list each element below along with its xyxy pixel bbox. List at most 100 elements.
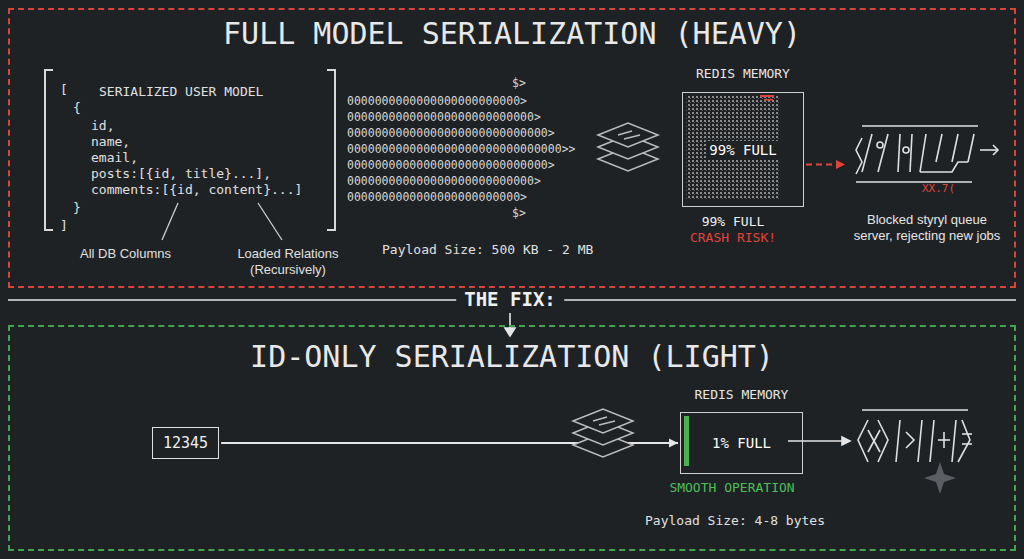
code-line: email, <box>91 150 138 165</box>
queue-server-blocked <box>980 149 998 151</box>
leader-lines <box>162 203 282 240</box>
queue-server-blocked <box>936 134 942 162</box>
queue-server-ok <box>918 420 922 462</box>
memory-fill <box>764 99 773 101</box>
queue-server-blocked <box>903 147 909 153</box>
arrowhead <box>669 439 678 448</box>
queue-server-blocked <box>920 134 926 172</box>
section-divider-label: THE FIX: <box>456 288 564 310</box>
redis-stack-bottom <box>573 409 633 457</box>
queue-server-blocked <box>877 142 883 148</box>
data-stream: 00000000000000000000000000000> <box>347 158 555 172</box>
redis-stack-top <box>618 131 632 135</box>
queue-server-ok <box>938 439 950 441</box>
queue-server-blocked <box>920 162 968 172</box>
memory-fill <box>686 95 780 199</box>
status-text: 99% FULL <box>702 214 765 229</box>
queue-server-blocked <box>878 134 888 172</box>
memory-heading: REDIS MEMORY <box>680 387 803 402</box>
code-line: comments:[{id, content}...] <box>91 182 302 197</box>
section-title: ID-ONLY SERIALIZATION (LIGHT) <box>10 339 1014 374</box>
code-line: ] <box>60 218 68 233</box>
memory-box: REDIS MEMORY 99% FULL <box>682 66 804 207</box>
arrowhead <box>836 160 845 169</box>
queue-server-blocked <box>952 134 958 162</box>
code-brackets <box>327 70 335 230</box>
code-line: id, <box>91 118 114 133</box>
data-stream: 000000000000000000000000000> <box>347 110 541 124</box>
sparkle <box>924 462 956 494</box>
payload-size: Payload Size: 4-8 bytes <box>645 513 825 528</box>
redis-stack-bottom <box>599 421 615 425</box>
section-band: ID-ONLY SERIALIZATION (LIGHT) 12345 REDIS … <box>8 325 1016 551</box>
queue-server-ok <box>958 420 970 462</box>
server-caption: Blocked styryl queue server, rejecting n… <box>847 212 1007 244</box>
redis-stack-top <box>598 123 658 171</box>
memory-level-bar <box>684 416 689 466</box>
queue-server-blocked <box>993 145 998 155</box>
memory-frame: 1% FULL <box>680 412 803 474</box>
glitch-text: XX.7( <box>922 182 955 195</box>
redis-stack-bottom <box>573 409 633 433</box>
code-brackets <box>45 70 53 230</box>
leader-lines <box>162 203 178 240</box>
output-arrow <box>842 437 850 445</box>
queue-server-ok <box>878 420 888 462</box>
memory-fill <box>686 96 780 199</box>
queue-server-blocked <box>862 125 978 127</box>
data-stream: $> <box>512 206 526 220</box>
memory-heading: REDIS MEMORY <box>682 66 804 81</box>
redis-stack-top <box>598 123 658 147</box>
code-block: [ SERIALIZED USER MODEL { id,name,email,pos… <box>47 70 339 238</box>
queue-server-blocked <box>856 126 998 182</box>
data-stream: 00000000000000000000000000000> <box>347 126 555 140</box>
queue-server-blocked <box>856 138 862 174</box>
memory-level: 99% FULL <box>706 141 779 159</box>
queue-server-blocked <box>862 134 872 172</box>
id-value: 12345 <box>163 434 208 452</box>
redis-stack-bottom <box>593 417 607 421</box>
memory-box: REDIS MEMORY 1% FULL <box>680 387 803 474</box>
output-arrow <box>788 440 846 442</box>
warning-text: CRASH RISK! <box>690 230 776 245</box>
annotation: All DB Columns <box>80 246 171 261</box>
queue-server-ok <box>930 420 934 462</box>
leader-lines <box>258 203 282 240</box>
connector <box>806 160 845 169</box>
queue-server-ok <box>896 420 900 462</box>
divider <box>505 328 515 336</box>
queue-server-blocked <box>898 134 900 172</box>
code-line: { <box>73 100 81 115</box>
queue-server-ok <box>952 420 956 462</box>
queue-server-ok <box>862 409 968 411</box>
code-heading: SERIALIZED USER MODEL <box>99 84 263 99</box>
data-stream: 0000000000000000000000000> <box>347 94 527 108</box>
code-line: [ <box>60 82 68 97</box>
memory-level: 1% FULL <box>709 434 774 452</box>
output-arrow <box>788 437 850 445</box>
annotation: Loaded Relations (Recursively) <box>223 246 353 278</box>
memory-frame: 99% FULL <box>682 92 804 207</box>
code-brackets <box>45 70 335 230</box>
queue-server-ok <box>906 432 914 448</box>
queue-server-ok <box>868 430 880 452</box>
memory-level-bar <box>684 416 689 466</box>
redis-stack-top <box>624 135 640 139</box>
data-stream: 000000000000000000000000000> <box>347 174 541 188</box>
queue-server-ok <box>858 410 972 462</box>
section-title: FULL MODEL SERIALIZATION (HEAVY) <box>10 16 1014 51</box>
data-stream: $> <box>512 76 526 90</box>
queue-server-ok <box>868 430 880 452</box>
code-line: posts:[{id, title}...], <box>91 166 271 181</box>
id-box: 12345 <box>152 427 219 459</box>
code-line: } <box>73 200 81 215</box>
queue-server-blocked <box>968 134 974 162</box>
queue-server-ok <box>858 420 868 462</box>
memory-fill <box>760 95 774 97</box>
code-line: name, <box>91 134 130 149</box>
queue-server-blocked <box>910 134 912 172</box>
data-stream: 0000000000000000000000000000000>> <box>347 142 575 156</box>
data-stream: 0000000000000000000000000> <box>347 190 527 204</box>
sparkle <box>924 462 956 494</box>
